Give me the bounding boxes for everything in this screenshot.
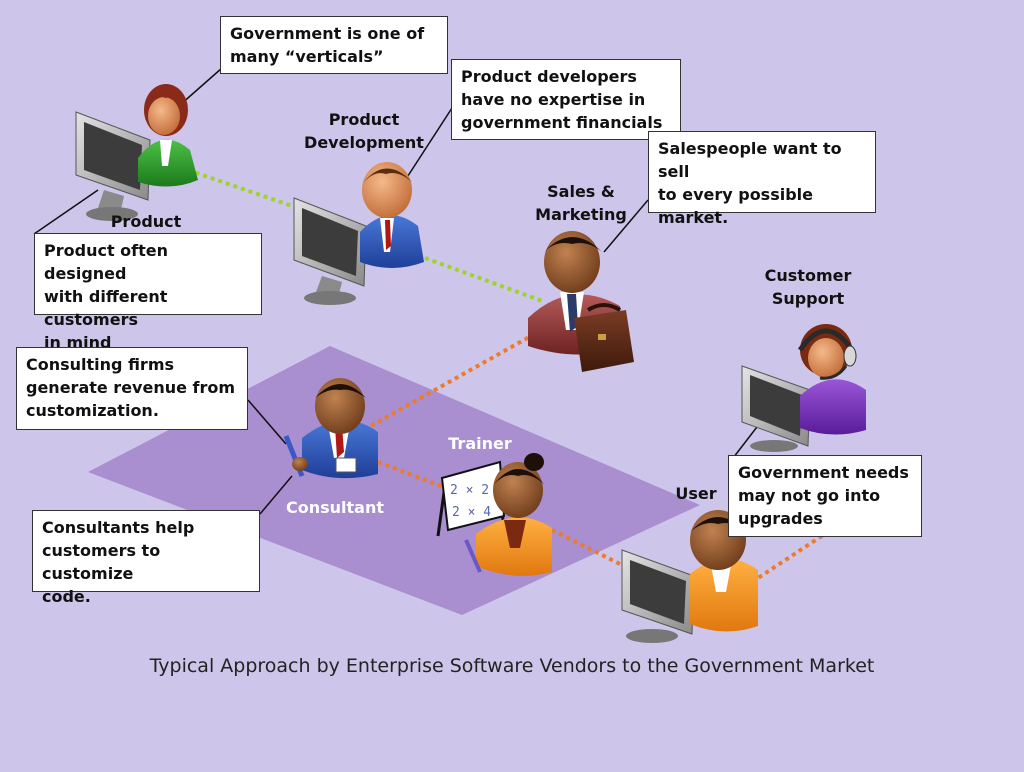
computer-monitor-icon xyxy=(741,365,811,452)
role-label-user: User xyxy=(675,484,717,503)
diagram-caption: Typical Approach by Enterprise Software … xyxy=(149,655,875,677)
sales-marketing-figure xyxy=(528,231,634,372)
product-figure xyxy=(75,84,198,221)
callout-consulting-firms: Consulting firms generate revenue from c… xyxy=(16,347,248,430)
callout-product-designed: Product often designed with different cu… xyxy=(34,233,262,352)
role-label-customer-support: Customer Support xyxy=(764,266,852,308)
computer-monitor-icon xyxy=(75,111,151,221)
computer-monitor-icon xyxy=(621,549,695,643)
person-woman-icon xyxy=(464,453,552,576)
callout-connectors xyxy=(33,67,771,515)
callout-government-needs: Government needs may not go into upgrade… xyxy=(728,455,922,537)
callout-consultants-help: Consultants help customers to customize … xyxy=(32,510,260,606)
briefcase-icon xyxy=(574,303,634,372)
person-woman-icon xyxy=(138,84,198,187)
link-user-support xyxy=(750,522,842,584)
link-product-development xyxy=(187,168,299,210)
callout-salespeople: Salespeople want to sell to every possib… xyxy=(648,131,876,227)
callout-government-verticals: Government is one of many “verticals” xyxy=(220,16,448,74)
flipchart-line-2: 2 × 4 xyxy=(452,505,491,520)
headset-person-icon xyxy=(797,324,866,435)
callout-product-developers: Product developers have no expertise in … xyxy=(451,59,681,140)
person-man-icon xyxy=(360,162,424,268)
relationship-links xyxy=(187,168,842,584)
role-label-product-development: Product Development xyxy=(304,110,424,152)
trainer-figure: 2 × 2 2 × 4 xyxy=(436,453,552,576)
role-label-sales-marketing: Sales & Marketing xyxy=(535,182,627,224)
link-trainer-user xyxy=(551,528,633,572)
link-sales-consultant xyxy=(359,320,557,434)
pencil-icon xyxy=(283,435,308,477)
flipchart-icon: 2 × 2 2 × 4 xyxy=(436,460,506,537)
role-label-consultant: Consultant xyxy=(285,498,384,517)
person-man-icon xyxy=(302,378,378,479)
link-development-sales xyxy=(424,256,546,304)
role-label-product: Product xyxy=(110,212,182,231)
role-label-trainer: Trainer xyxy=(448,434,512,453)
badge-icon xyxy=(335,457,357,473)
consultant-figure xyxy=(283,378,378,479)
user-figure xyxy=(621,510,758,643)
flipchart-line-1: 2 × 2 xyxy=(450,483,489,498)
computer-monitor-icon xyxy=(293,197,367,305)
customer-support-figure xyxy=(741,324,866,452)
product-development-figure xyxy=(293,162,424,305)
